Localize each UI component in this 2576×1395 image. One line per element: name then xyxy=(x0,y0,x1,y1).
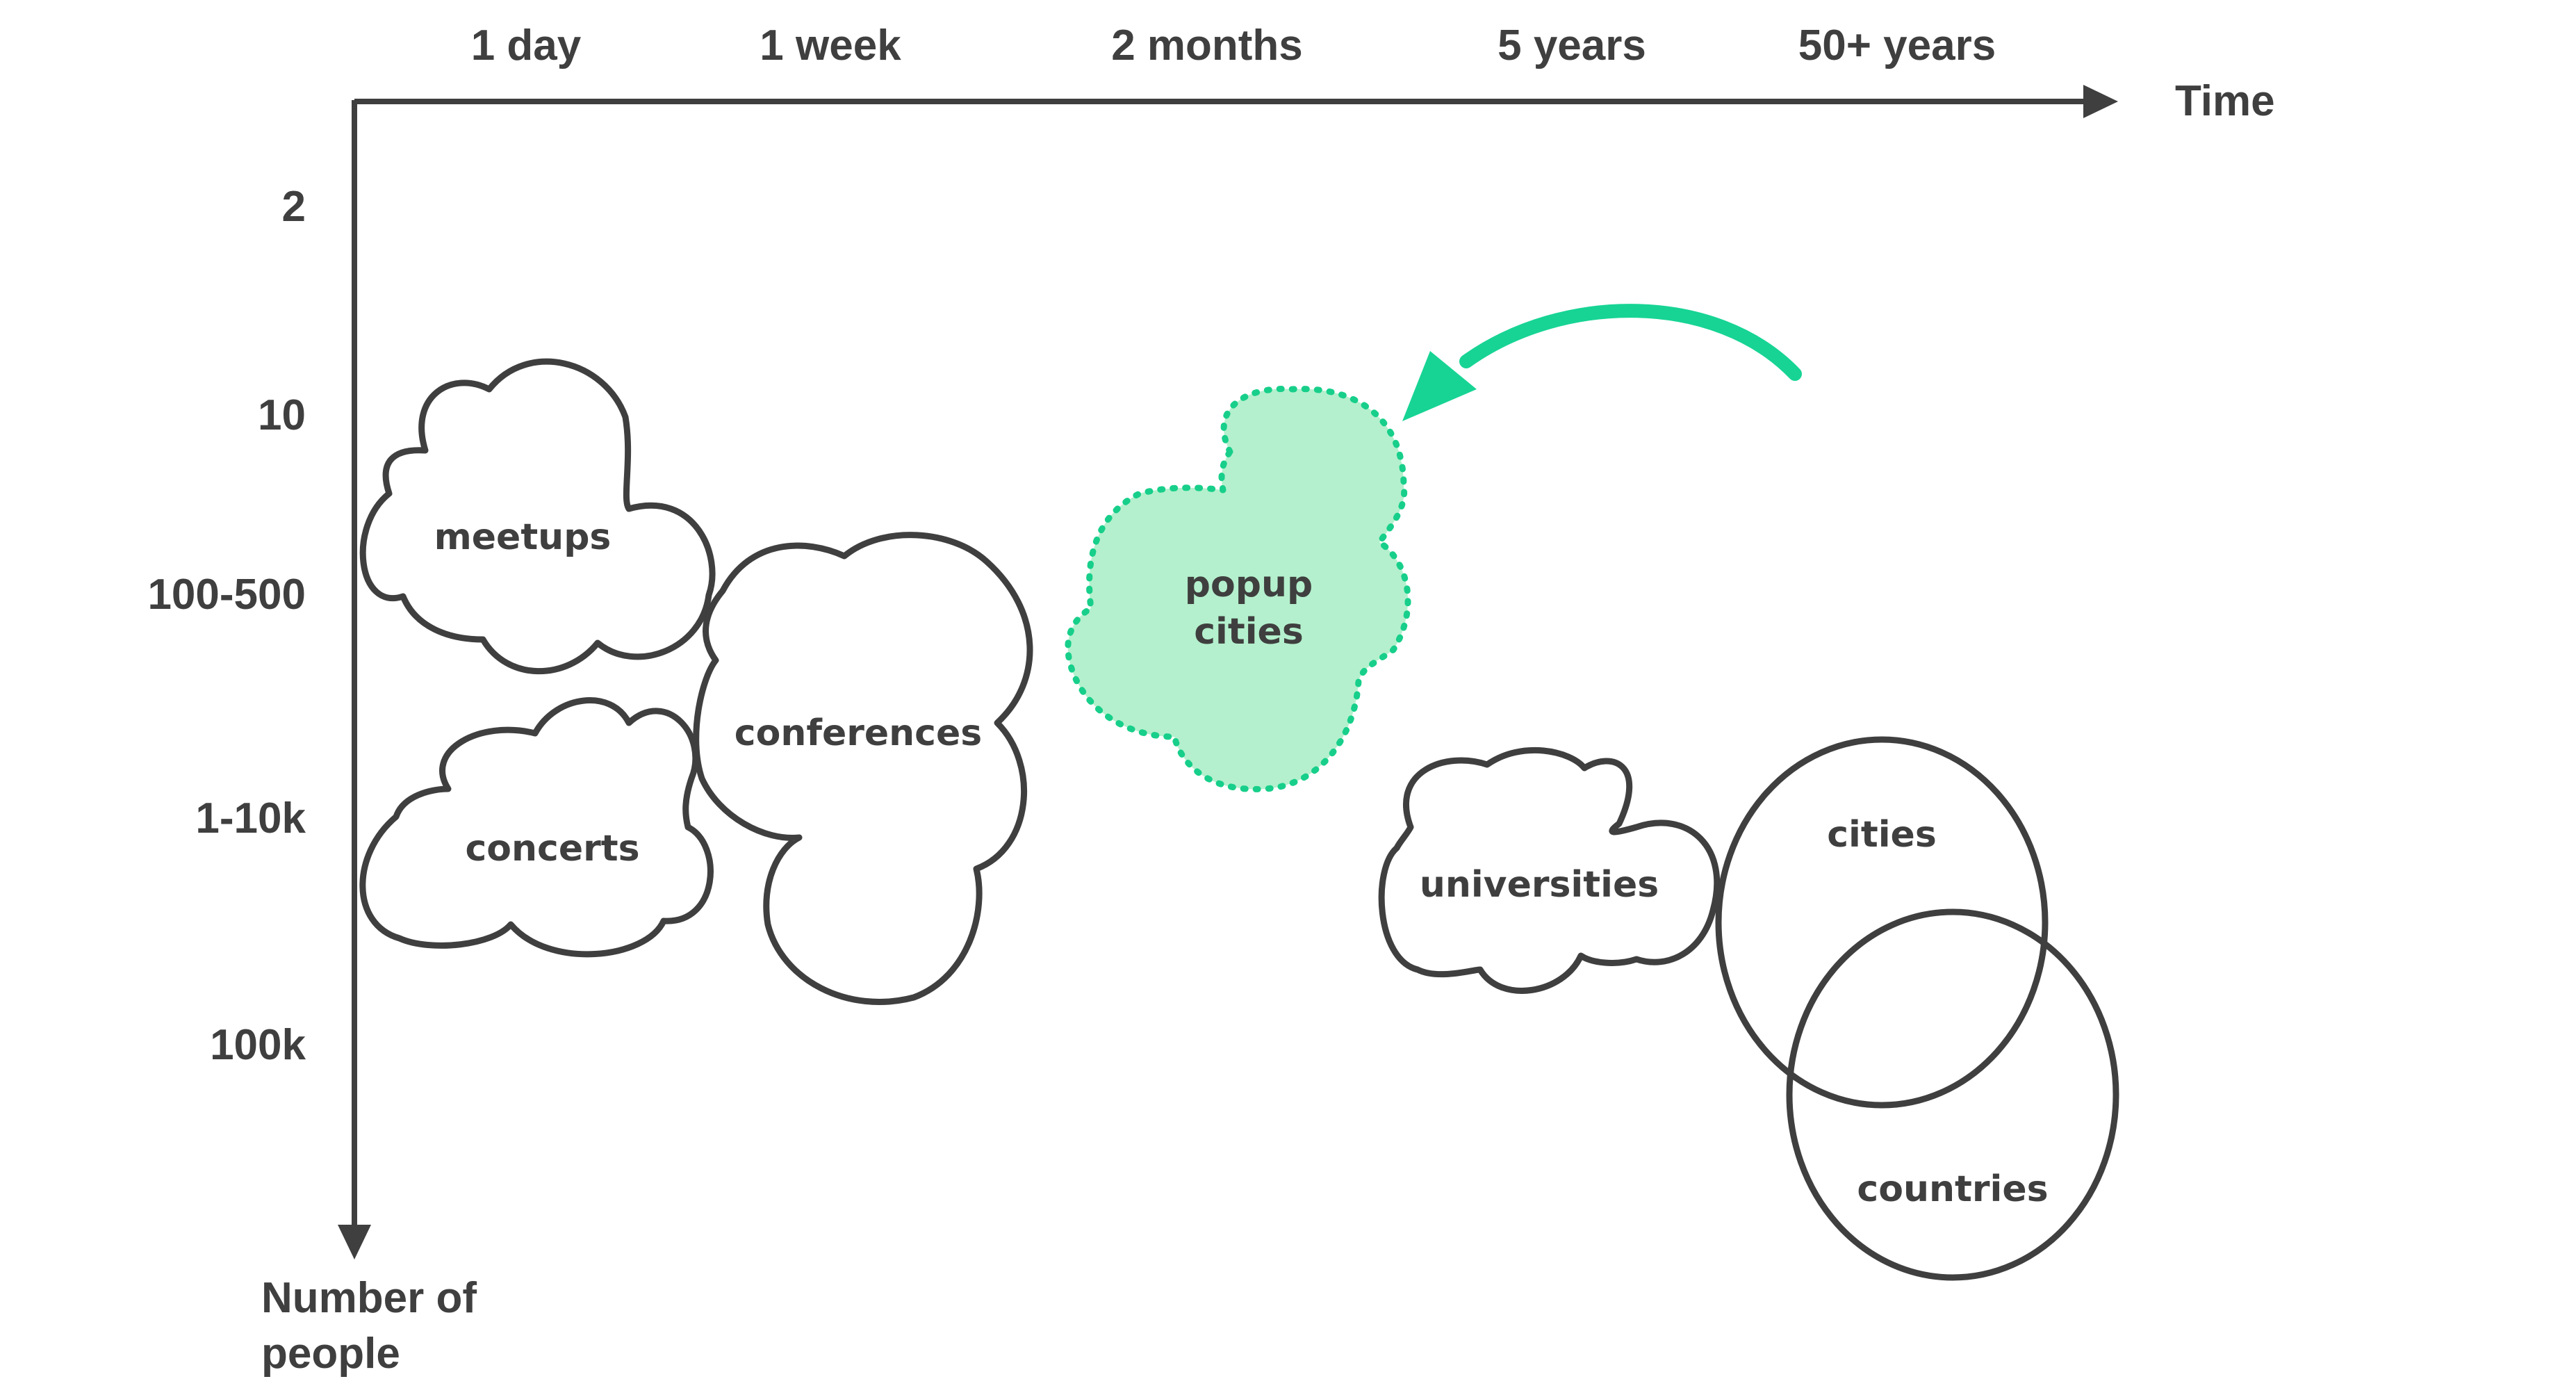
x-tick-1-week: 1 week xyxy=(760,22,901,70)
popup-cities-label-line1: popup xyxy=(1185,564,1313,605)
conferences-label: conferences xyxy=(735,712,982,754)
meetups-cloud: meetups xyxy=(359,358,716,675)
cities-countries-rings: cities countries xyxy=(1715,736,2119,1281)
y-axis-title-line2: people xyxy=(261,1330,400,1378)
x-tick-2-months: 2 months xyxy=(1111,22,1303,70)
conferences-cloud: conferences xyxy=(693,532,1033,1005)
meetups-cloud-outline xyxy=(359,358,716,675)
popup-cities-cloud-outline xyxy=(1065,386,1411,792)
highlight-arrow xyxy=(1402,304,1802,421)
x-tick-labels: 1 day 1 week 2 months 5 years 50+ years xyxy=(471,22,1996,70)
highlight-arrow-arc xyxy=(1459,304,1802,381)
y-tick-1-10k: 1-10k xyxy=(195,794,306,842)
y-axis-title-line1: Number of xyxy=(261,1274,477,1322)
axes xyxy=(338,85,2118,1259)
y-tick-100-500: 100-500 xyxy=(147,571,306,619)
y-tick-2: 2 xyxy=(282,183,306,231)
x-axis-arrowhead xyxy=(2083,85,2118,118)
universities-cloud-outline xyxy=(1378,747,1721,994)
popup-cities-cloud: popup cities xyxy=(1065,386,1411,792)
x-tick-1-day: 1 day xyxy=(471,22,582,70)
concerts-cloud: concerts xyxy=(359,697,714,958)
y-tick-10: 10 xyxy=(258,391,306,439)
y-axis-arrowhead xyxy=(338,1225,371,1259)
universities-label: universities xyxy=(1420,864,1659,906)
conferences-cloud-outline xyxy=(693,532,1033,1005)
universities-cloud: universities xyxy=(1378,747,1721,994)
highlight-arrow-head xyxy=(1402,351,1477,421)
countries-label: countries xyxy=(1857,1168,2048,1210)
cities-ring xyxy=(1715,736,2049,1109)
x-axis-title: Time xyxy=(2175,77,2275,125)
countries-ring xyxy=(1786,908,2119,1281)
y-tick-100k: 100k xyxy=(210,1021,306,1069)
y-tick-labels: 2 10 100-500 1-10k 100k xyxy=(147,183,306,1069)
concerts-label: concerts xyxy=(465,828,639,870)
meetups-label: meetups xyxy=(434,516,612,558)
cities-label: cities xyxy=(1827,814,1937,856)
concerts-cloud-outline xyxy=(359,697,714,958)
x-tick-5-years: 5 years xyxy=(1498,22,1646,70)
popup-cities-label-line2: cities xyxy=(1194,611,1304,653)
x-tick-50-years: 50+ years xyxy=(1798,22,1996,70)
